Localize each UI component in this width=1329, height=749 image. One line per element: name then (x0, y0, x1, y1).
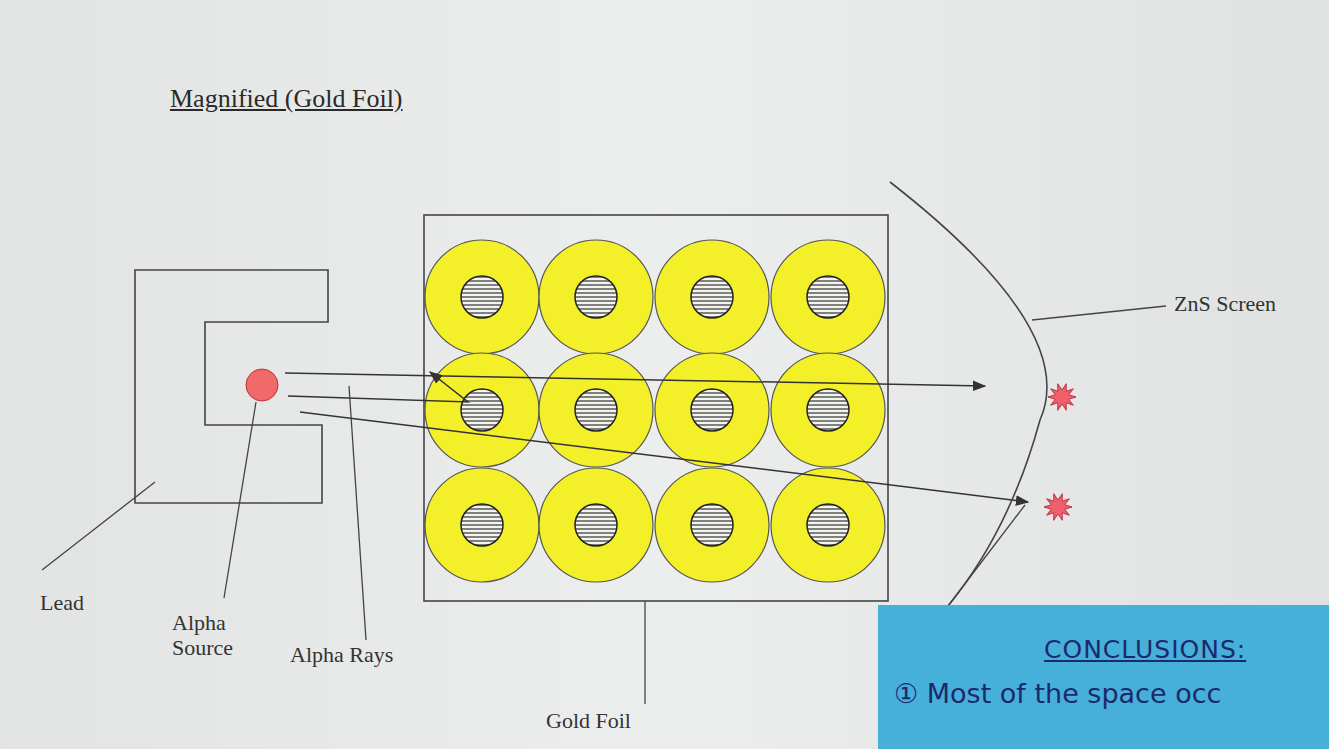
alpha-ray (285, 373, 985, 386)
deflected-ray (288, 372, 468, 402)
gold-foil-frame (424, 215, 888, 601)
part-label: Alpha Source (172, 610, 262, 661)
scintillations (1044, 384, 1076, 521)
alpha-ray (300, 412, 1028, 502)
gold-atoms (425, 240, 885, 582)
part-label: Gold Foil (546, 708, 631, 733)
note-text: ① Most of the space occ (894, 678, 1329, 709)
part-label: Alpha Rays (290, 642, 393, 667)
sticky-note: CONCLUSIONS: ① Most of the space occ (878, 605, 1329, 749)
note-heading: CONCLUSIONS: (1044, 635, 1329, 664)
part-label: Lead (40, 590, 84, 615)
screen-label: ZnS Screen (1174, 291, 1276, 316)
diagram-title: Magnified (Gold Foil) (170, 84, 403, 114)
zns-screen (890, 182, 1047, 606)
lead-block (135, 270, 328, 503)
alpha-source (246, 369, 278, 401)
